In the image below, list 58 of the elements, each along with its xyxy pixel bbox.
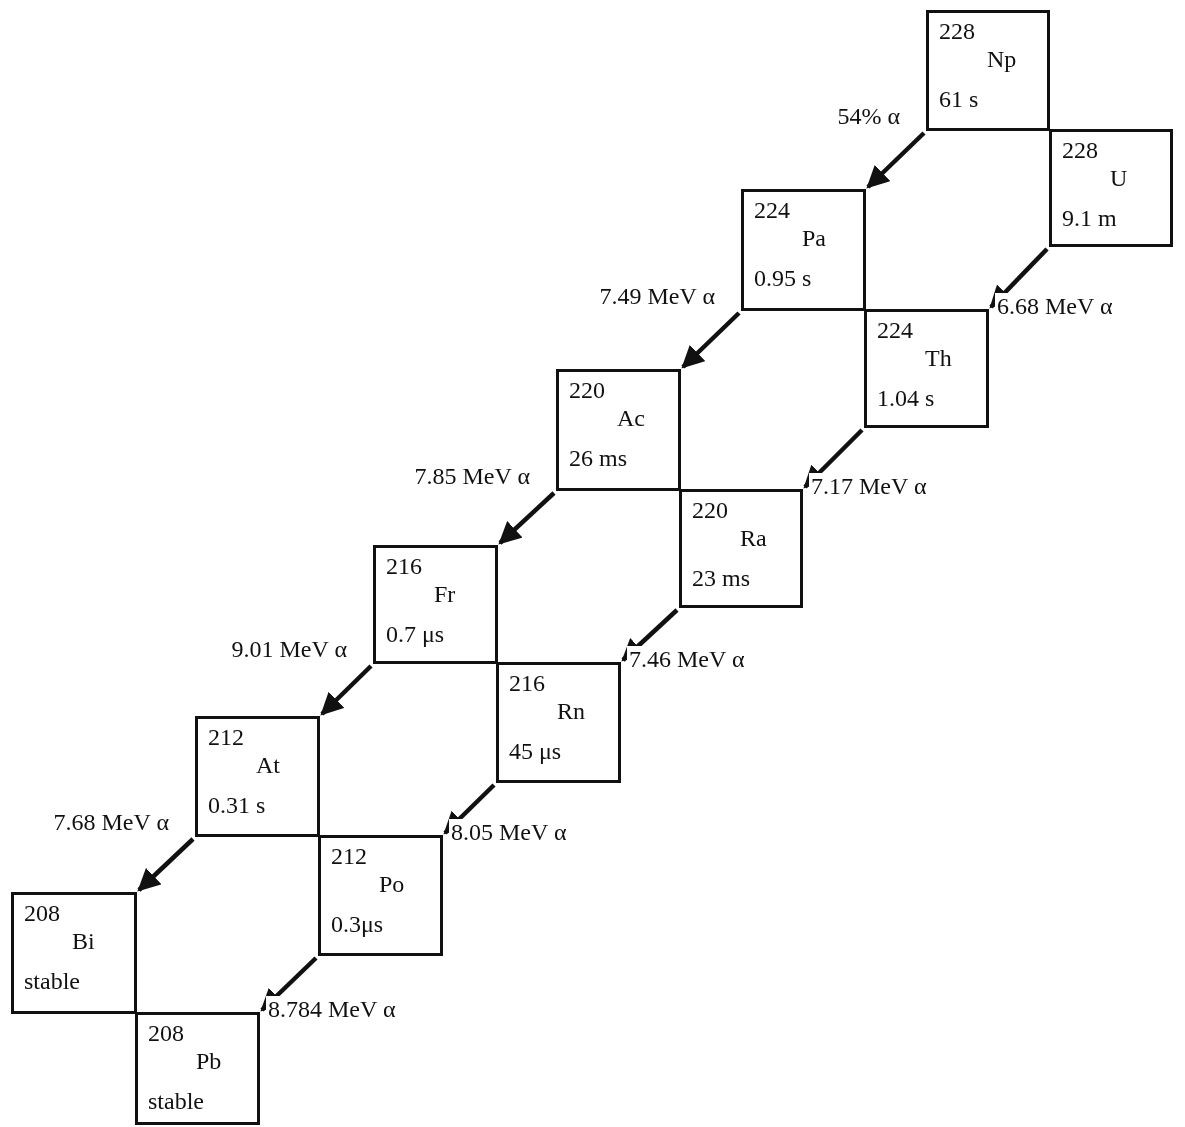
nuclide-box bbox=[11, 892, 137, 1014]
nuclide-box bbox=[741, 189, 866, 311]
half-life: 0.3μs bbox=[331, 912, 384, 936]
decay-arrow bbox=[320, 664, 373, 716]
nuclide-box bbox=[864, 309, 989, 428]
element-symbol: Th bbox=[925, 346, 952, 370]
nuclide-box bbox=[679, 489, 803, 608]
half-life: 23 ms bbox=[692, 566, 750, 590]
mass-number: 208 bbox=[24, 901, 60, 925]
element-symbol: U bbox=[1110, 166, 1128, 190]
half-life: stable bbox=[148, 1089, 204, 1113]
mass-number: 228 bbox=[1062, 138, 1098, 162]
half-life: 9.1 m bbox=[1062, 206, 1117, 230]
decay-arrow bbox=[260, 956, 318, 1012]
element-symbol: Ra bbox=[740, 526, 767, 550]
mass-number: 220 bbox=[569, 378, 605, 402]
nuclide-box bbox=[135, 1012, 260, 1125]
mass-number: 212 bbox=[331, 844, 367, 868]
element-symbol: Pb bbox=[196, 1049, 222, 1073]
decay-arrow bbox=[137, 837, 195, 892]
mass-number: 208 bbox=[148, 1021, 184, 1045]
mass-number: 220 bbox=[692, 498, 728, 522]
nuclide-box bbox=[926, 10, 1050, 131]
decay-arrow bbox=[989, 247, 1049, 309]
half-life: stable bbox=[24, 969, 80, 993]
decay-arrow bbox=[621, 608, 679, 662]
half-life: 1.04 s bbox=[877, 386, 935, 410]
half-life: 0.95 s bbox=[754, 266, 812, 290]
half-life: 61 s bbox=[939, 87, 979, 111]
element-symbol: Pa bbox=[802, 226, 826, 250]
half-life: 45 μs bbox=[509, 739, 562, 763]
decay-arrow bbox=[681, 311, 741, 369]
nuclide-box bbox=[318, 835, 443, 956]
element-symbol: At bbox=[256, 753, 280, 777]
mass-number: 216 bbox=[386, 554, 422, 578]
mass-number: 224 bbox=[877, 318, 913, 342]
decay-arrow bbox=[803, 428, 864, 489]
mass-number: 216 bbox=[509, 671, 545, 695]
decay-arrow bbox=[443, 783, 496, 835]
element-symbol: Bi bbox=[72, 929, 95, 953]
nuclide-box bbox=[556, 369, 681, 491]
element-symbol: Fr bbox=[434, 582, 456, 606]
nuclide-box bbox=[1049, 129, 1173, 247]
element-symbol: Rn bbox=[557, 699, 585, 723]
half-life: 26 ms bbox=[569, 446, 627, 470]
nuclide-box bbox=[496, 662, 621, 783]
element-symbol: Np bbox=[987, 47, 1017, 71]
nuclide-box bbox=[195, 716, 320, 837]
mass-number: 224 bbox=[754, 198, 790, 222]
decay-arrow bbox=[498, 491, 556, 545]
element-symbol: Po bbox=[379, 872, 405, 896]
mass-number: 212 bbox=[208, 725, 244, 749]
half-life: 0.31 s bbox=[208, 793, 266, 817]
half-life: 0.7 μs bbox=[386, 622, 445, 646]
mass-number: 228 bbox=[939, 19, 975, 43]
nuclide-box bbox=[373, 545, 498, 664]
element-symbol: Ac bbox=[617, 406, 645, 430]
decay-arrow bbox=[866, 131, 926, 189]
